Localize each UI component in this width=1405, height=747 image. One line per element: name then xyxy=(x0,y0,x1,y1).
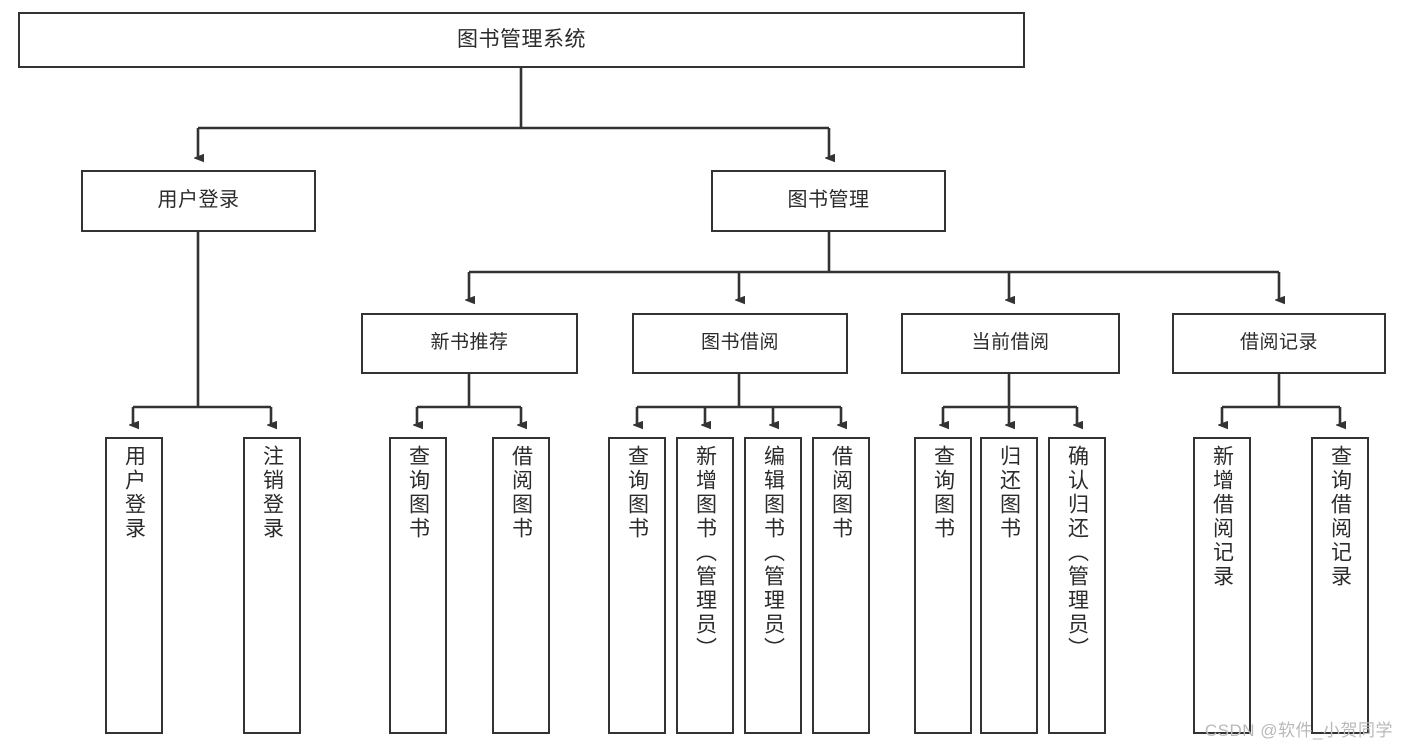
node-book-borrow[interactable]: 图书借阅 xyxy=(632,313,848,374)
node-leaf-borrow-book-2[interactable]: 借阅图书 xyxy=(812,437,870,734)
node-label: 借阅图书 xyxy=(829,445,853,541)
node-label: 图书管理系统 xyxy=(457,27,586,51)
node-label: 查询图书 xyxy=(625,445,649,541)
node-leaf-borrow-book-1[interactable]: 借阅图书 xyxy=(492,437,550,734)
node-leaf-add-book[interactable]: 新增图书（管理员） xyxy=(676,437,734,734)
node-borrow-record[interactable]: 借阅记录 xyxy=(1172,313,1386,374)
node-label: 借阅记录 xyxy=(1239,332,1318,354)
node-leaf-user-login[interactable]: 用户登录 xyxy=(105,437,163,734)
node-label: 图书管理 xyxy=(787,189,870,212)
node-leaf-logout[interactable]: 注销登录 xyxy=(243,437,301,734)
node-leaf-query-book-1[interactable]: 查询图书 xyxy=(389,437,447,734)
node-label: 确认归还（管理员） xyxy=(1065,445,1089,661)
node-label: 用户登录 xyxy=(122,445,146,541)
node-leaf-confirm-return[interactable]: 确认归还（管理员） xyxy=(1048,437,1106,734)
node-current-borrow[interactable]: 当前借阅 xyxy=(901,313,1120,374)
node-label: 图书借阅 xyxy=(700,332,779,354)
node-leaf-query-book-2[interactable]: 查询图书 xyxy=(608,437,666,734)
node-user-login[interactable]: 用户登录 xyxy=(81,170,316,232)
node-label: 查询图书 xyxy=(406,445,430,541)
node-label: 新书推荐 xyxy=(430,332,509,354)
node-book-management[interactable]: 图书管理 xyxy=(711,170,946,232)
node-leaf-edit-book[interactable]: 编辑图书（管理员） xyxy=(744,437,802,734)
node-label: 新增借阅记录 xyxy=(1210,445,1234,589)
node-new-book-recommend[interactable]: 新书推荐 xyxy=(361,313,578,374)
node-label: 当前借阅 xyxy=(971,332,1050,354)
node-leaf-add-record[interactable]: 新增借阅记录 xyxy=(1193,437,1251,734)
csdn-watermark: CSDN @软件_小贺同学 xyxy=(1204,721,1393,740)
node-label: 借阅图书 xyxy=(509,445,533,541)
node-label: 用户登录 xyxy=(157,189,240,212)
node-label: 归还图书 xyxy=(997,445,1021,541)
node-leaf-query-record[interactable]: 查询借阅记录 xyxy=(1311,437,1369,734)
node-label: 编辑图书（管理员） xyxy=(761,445,785,661)
node-leaf-return-book[interactable]: 归还图书 xyxy=(980,437,1038,734)
node-label: 注销登录 xyxy=(260,445,284,541)
node-book-management-system[interactable]: 图书管理系统 xyxy=(18,12,1025,68)
node-leaf-query-book-3[interactable]: 查询图书 xyxy=(914,437,972,734)
node-label: 查询借阅记录 xyxy=(1328,445,1352,589)
node-label: 新增图书（管理员） xyxy=(693,445,717,661)
node-label: 查询图书 xyxy=(931,445,955,541)
